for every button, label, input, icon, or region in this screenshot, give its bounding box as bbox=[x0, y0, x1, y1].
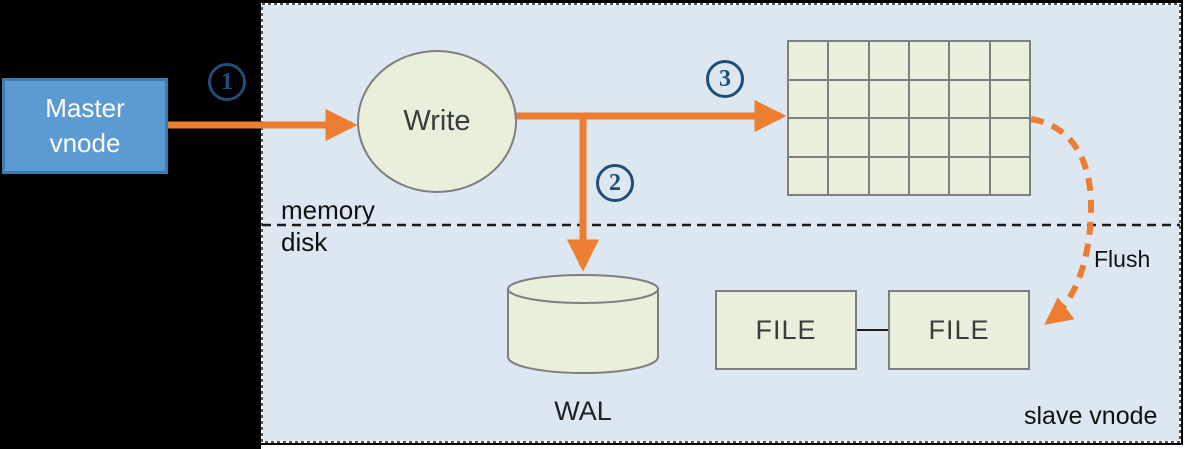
grid-cell bbox=[789, 80, 828, 117]
wal-label: WAL bbox=[554, 396, 612, 426]
write-node: Write bbox=[357, 50, 517, 193]
step-1-badge: 1 bbox=[208, 63, 246, 101]
slave-vnode-label: slave vnode bbox=[1024, 402, 1158, 430]
grid-cell bbox=[909, 119, 949, 156]
grid-cell bbox=[869, 80, 908, 117]
flush-label: Flush bbox=[1094, 246, 1151, 272]
grid-cell bbox=[789, 157, 828, 194]
memory-label: memory bbox=[281, 195, 375, 225]
master-vnode-box: Master vnode bbox=[2, 78, 168, 174]
right-margin bbox=[1183, 0, 1185, 449]
file-box-2: FILE bbox=[888, 290, 1030, 370]
grid-cell bbox=[869, 119, 908, 156]
grid-cell bbox=[829, 42, 868, 79]
grid-cell bbox=[789, 42, 828, 79]
grid-cell bbox=[869, 157, 908, 194]
grid-cell bbox=[789, 119, 828, 156]
file-box-2-label: FILE bbox=[928, 314, 990, 345]
grid-cell bbox=[909, 157, 949, 194]
grid-cell bbox=[950, 80, 989, 117]
grid-cell bbox=[829, 119, 868, 156]
write-node-label: Write bbox=[403, 105, 471, 137]
grid-cell bbox=[909, 80, 949, 117]
grid-cell bbox=[909, 42, 949, 79]
disk-label: disk bbox=[281, 227, 328, 257]
file-box-1: FILE bbox=[715, 290, 857, 370]
step-3-badge: 3 bbox=[706, 60, 744, 98]
grid-cell bbox=[950, 157, 989, 194]
master-vnode-label: Master vnode bbox=[45, 92, 125, 158]
grid-cell bbox=[950, 42, 989, 79]
grid-cell bbox=[829, 157, 868, 194]
grid-cell bbox=[990, 42, 1029, 79]
grid-cell bbox=[990, 157, 1029, 194]
grid-cell bbox=[869, 42, 908, 79]
grid-cell bbox=[990, 119, 1029, 156]
grid-cell bbox=[829, 80, 868, 117]
step-2-badge: 2 bbox=[596, 164, 634, 202]
grid-cell bbox=[990, 80, 1029, 117]
file-box-1-label: FILE bbox=[755, 314, 817, 345]
bottom-margin bbox=[261, 445, 1185, 449]
memory-table-grid bbox=[787, 40, 1031, 196]
grid-cell bbox=[950, 119, 989, 156]
